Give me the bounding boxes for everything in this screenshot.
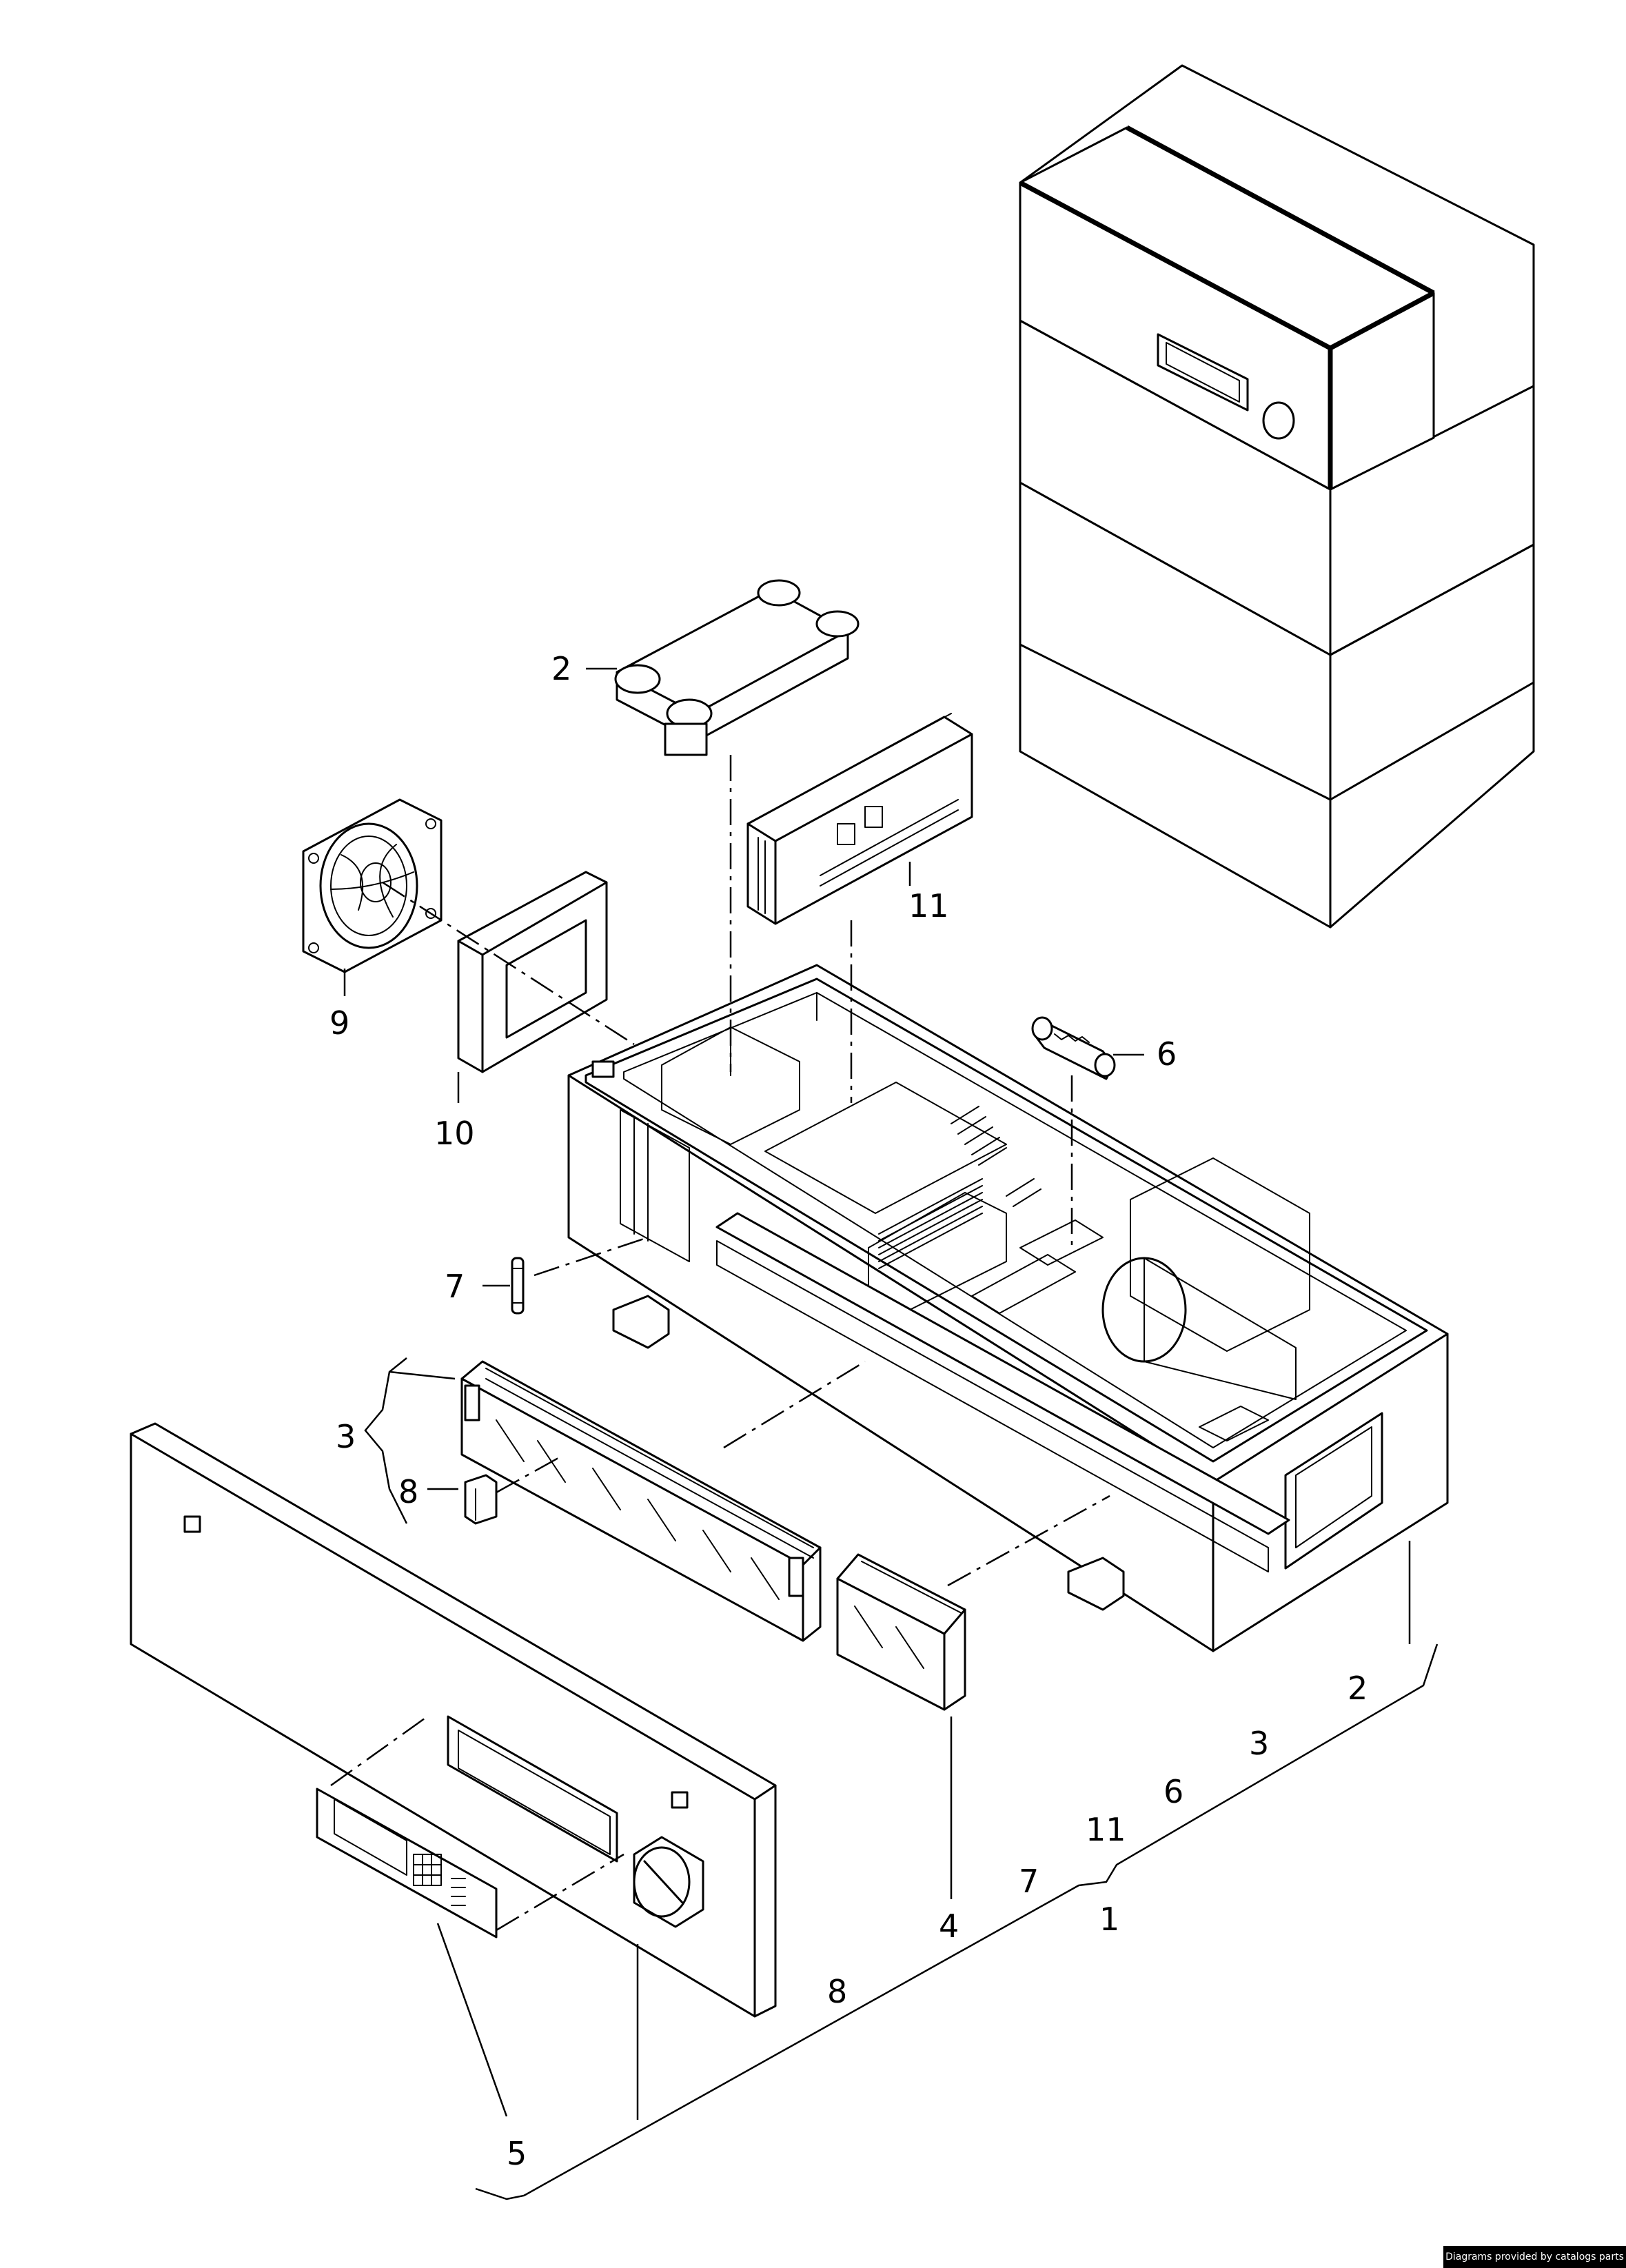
callout-6: 6 bbox=[1157, 1035, 1177, 1073]
assembly-item-6: 6 bbox=[1163, 1773, 1183, 1810]
part-5-front-panel bbox=[130, 1422, 777, 2018]
cabinet-overview bbox=[1019, 64, 1535, 929]
assembly-item-1: 1 bbox=[1099, 1901, 1119, 1938]
assembly-list: 2 3 6 11 7 1 8 bbox=[827, 1670, 1368, 2010]
callout-7: 7 bbox=[445, 1268, 465, 1305]
assembly-lines bbox=[330, 755, 1110, 1932]
keypad-icon bbox=[413, 1854, 442, 1886]
part-8-clip bbox=[464, 1474, 498, 1525]
callout-11: 11 bbox=[908, 887, 949, 924]
assembly-item-8: 8 bbox=[827, 1973, 847, 2010]
callout-8: 8 bbox=[398, 1473, 418, 1510]
part-4-terminal-module bbox=[836, 1553, 966, 1711]
callout-10: 10 bbox=[434, 1115, 475, 1152]
callout-3: 3 bbox=[336, 1418, 356, 1455]
assembly-item-11: 11 bbox=[1086, 1811, 1126, 1848]
callout-2: 2 bbox=[551, 650, 571, 687]
callout-9: 9 bbox=[329, 1004, 349, 1042]
part-6-fuse bbox=[1031, 1016, 1116, 1080]
part-10-filter-frame bbox=[457, 871, 608, 1073]
part-7-small-fuse bbox=[511, 1257, 525, 1315]
part-2-inductor bbox=[614, 579, 860, 756]
callout-4: 4 bbox=[939, 1907, 959, 1945]
assembly-item-2: 2 bbox=[1348, 1670, 1368, 1707]
leader-lines bbox=[343, 667, 1439, 2200]
assembly-item-7: 7 bbox=[1019, 1863, 1039, 1900]
main-chassis bbox=[567, 964, 1449, 1652]
main-switch-knob-icon bbox=[633, 1836, 704, 1928]
callout-numbers: 2 11 9 10 6 7 3 8 4 5 bbox=[329, 650, 1177, 2172]
part-3-terminal-strip bbox=[460, 1360, 822, 1642]
part-9-fan bbox=[302, 798, 443, 973]
assembly-item-3: 3 bbox=[1249, 1725, 1269, 1762]
part-11-circuit-board bbox=[746, 713, 973, 925]
credit-label: Diagrams provided by catalogs parts bbox=[1443, 2246, 1626, 2268]
callout-5: 5 bbox=[507, 2135, 527, 2172]
